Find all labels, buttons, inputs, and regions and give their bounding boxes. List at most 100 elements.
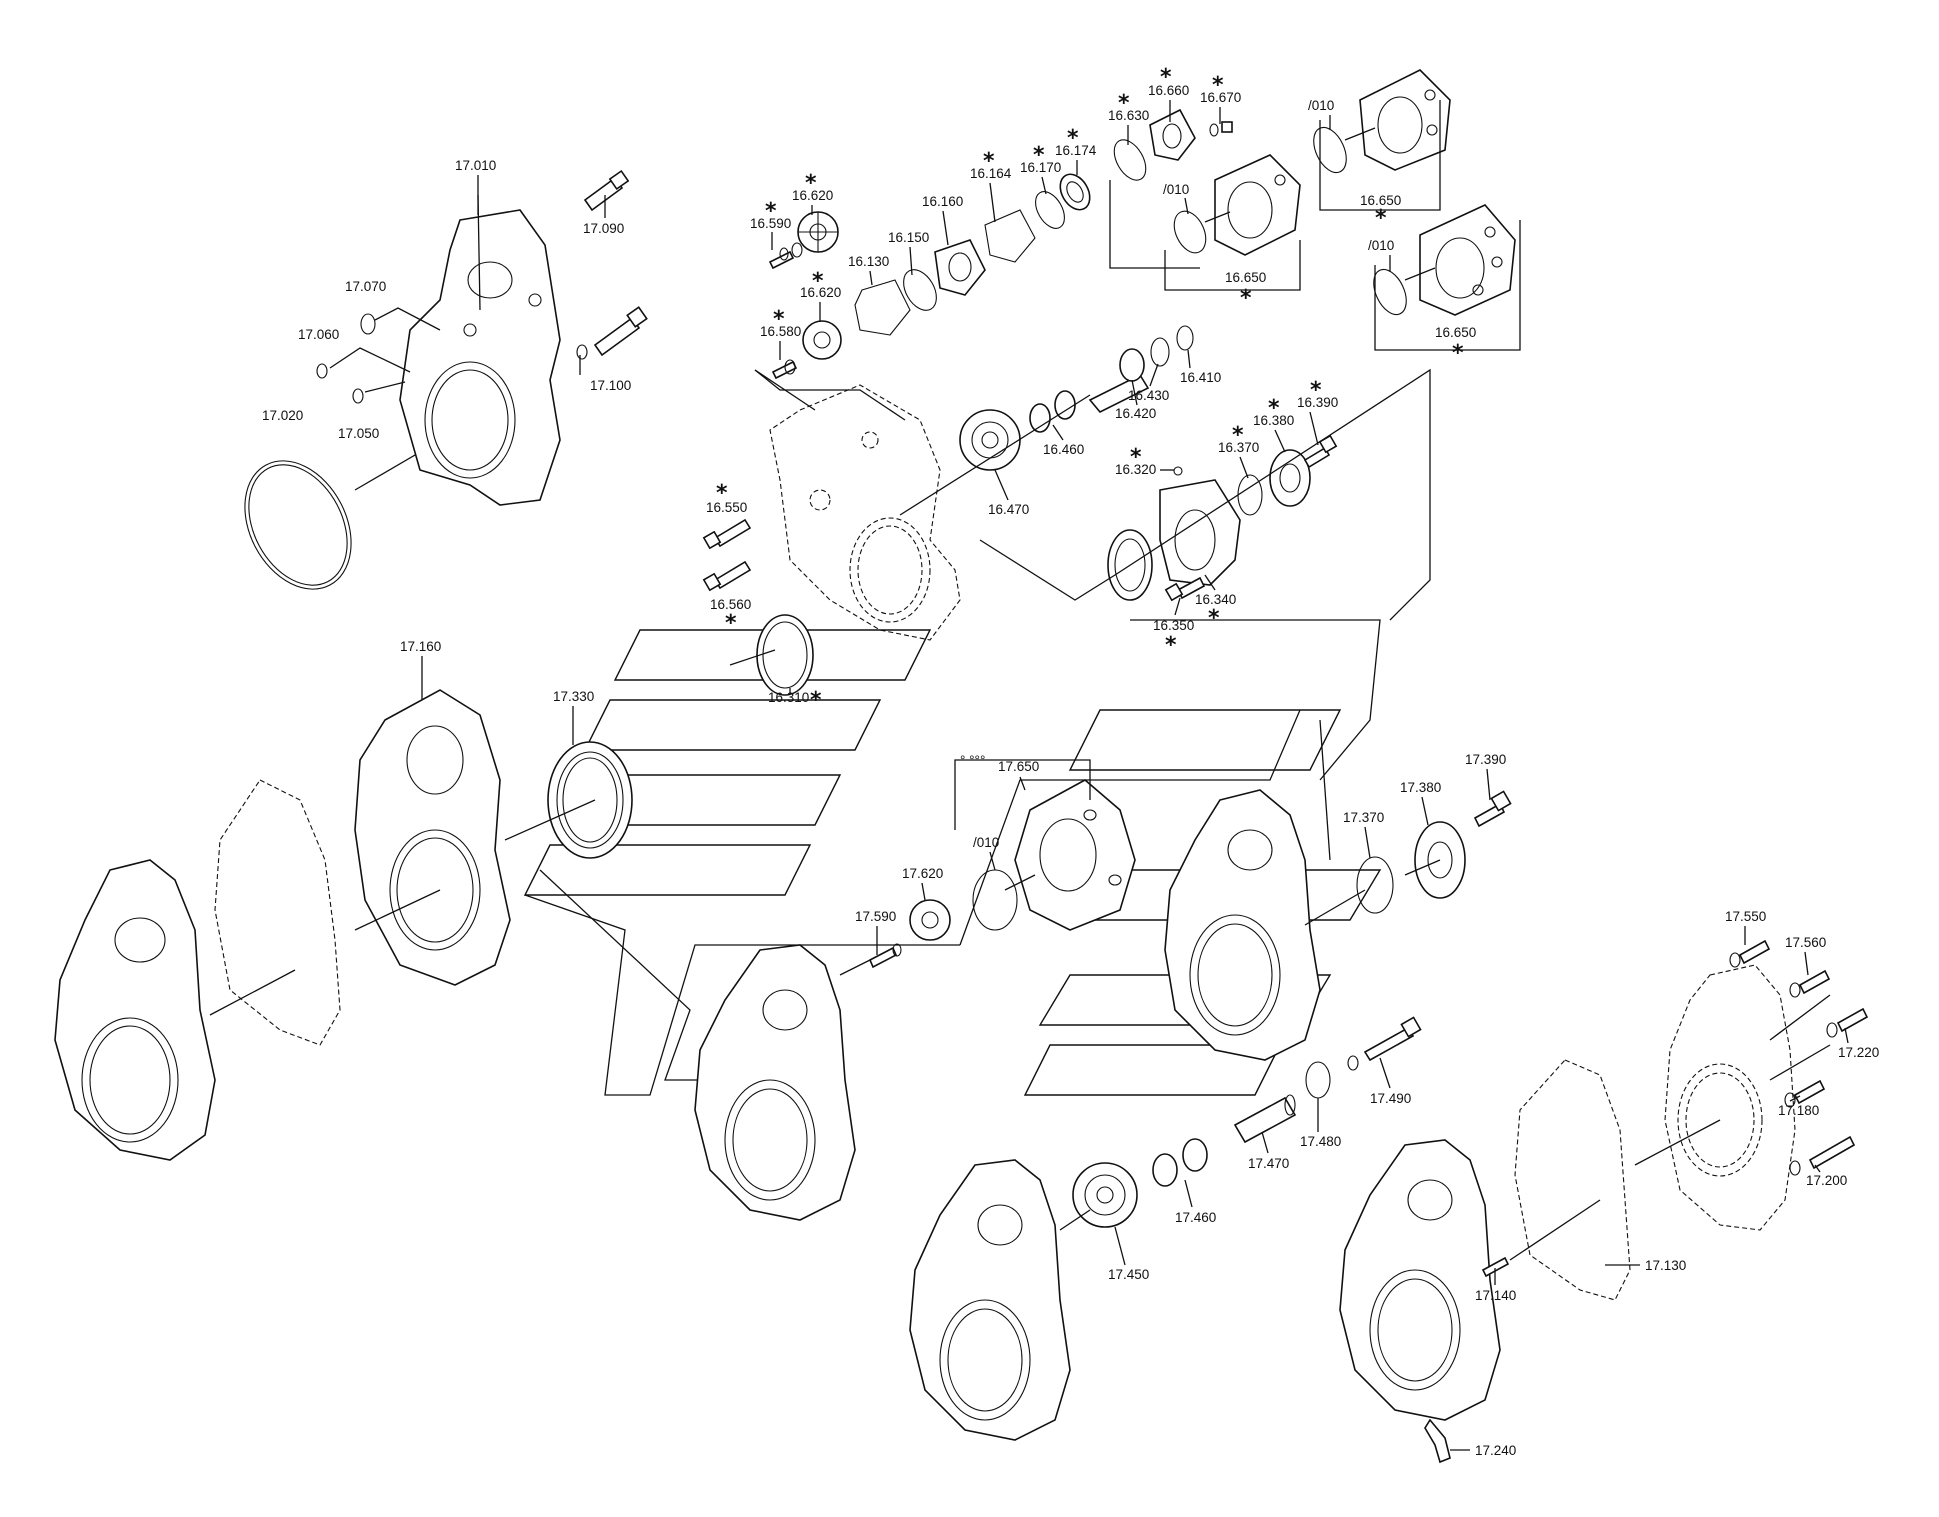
label-17020: 17.020	[262, 408, 303, 423]
transmission-housing-center	[694, 944, 856, 1221]
label-16170: 16.170	[1020, 160, 1061, 175]
asterisk-marker: *	[983, 149, 995, 174]
o-ring-16630	[1113, 139, 1147, 181]
label-17050: 17.050	[338, 426, 379, 441]
label-16550: 16.550	[706, 500, 747, 515]
o-ring-17050	[352, 388, 364, 404]
o-ring-16170	[1035, 191, 1065, 229]
bolt-17100	[576, 306, 648, 360]
label-16410: 16.410	[1180, 370, 1221, 385]
label-17470: 17.470	[1248, 1156, 1289, 1171]
label-17560: 17.560	[1785, 935, 1826, 950]
pump-16650-mid	[1173, 154, 1301, 256]
label-16650-mid: 16.650	[1225, 270, 1266, 285]
cover-plate-17160	[354, 689, 511, 986]
label-16650-top: 16.650	[1360, 193, 1401, 208]
label-17330: 17.330	[553, 689, 594, 704]
label-17650: 17.650	[998, 759, 1039, 774]
label-17100: 17.100	[590, 378, 631, 393]
label-17390: 17.390	[1465, 752, 1506, 767]
label-17380: 17.380	[1400, 780, 1441, 795]
asterisk-marker: *	[1375, 206, 1387, 231]
asterisk-marker: *	[1240, 286, 1252, 311]
label-17060: 17.060	[298, 327, 339, 342]
needle-bearing-17460b	[1182, 1138, 1208, 1172]
gear-16470	[959, 409, 1021, 471]
asterisk-marker: *	[773, 307, 785, 332]
asterisk-marker: *	[1268, 396, 1280, 421]
asterisk-marker: *	[1160, 65, 1172, 90]
bolt-17200	[1808, 1135, 1856, 1170]
label-16590: 16.590	[750, 216, 791, 231]
label-16650-bottom: 16.650	[1435, 325, 1476, 340]
needle-bearing-17460a	[1152, 1153, 1178, 1187]
label-16620-top: 16.620	[792, 188, 833, 203]
label-17010: 17.010	[455, 158, 496, 173]
bolt-17590	[868, 946, 898, 969]
label-17450: 17.450	[1108, 1267, 1149, 1282]
bolt-17560	[1798, 969, 1831, 995]
bolt-17390	[1473, 802, 1506, 828]
label-17160: 17.160	[400, 639, 441, 654]
label-17200: 17.200	[1806, 1173, 1847, 1188]
nut-16670	[1221, 121, 1233, 133]
plug-16320	[1173, 466, 1183, 476]
transmission-housing-left	[54, 859, 216, 1161]
label-16660: 16.660	[1148, 83, 1189, 98]
label-16460: 16.460	[1043, 442, 1084, 457]
label-17370: 17.370	[1343, 810, 1384, 825]
o-ring-17070	[360, 313, 376, 335]
label-16420: 16.420	[1115, 406, 1156, 421]
asterisk-marker: *	[1452, 341, 1464, 366]
dowel-17140	[1481, 1256, 1510, 1278]
shaft-17470	[1233, 1096, 1297, 1144]
o-ring-16430	[1150, 337, 1170, 367]
pump-16650-top	[1313, 69, 1451, 174]
part-labels: 17.010 17.090 17.070 17.060 17.050 17.10…	[262, 83, 1879, 1458]
label-17140: 17.140	[1475, 1288, 1516, 1303]
label-16580: 16.580	[760, 324, 801, 339]
label-17550: 17.550	[1725, 909, 1766, 924]
asterisk-markers: * * * * * * * * * * * * * * * * * * * * …	[716, 65, 1464, 713]
label-17090: 17.090	[583, 221, 624, 236]
asterisk-marker: *	[805, 171, 817, 196]
asterisk-marker: *	[725, 611, 737, 636]
label-16164: 16.164	[970, 166, 1012, 181]
label-17240: 17.240	[1475, 1443, 1516, 1458]
asterisk-marker: *	[1165, 633, 1177, 658]
label-16380: 16.380	[1253, 413, 1294, 428]
bolt-16590	[768, 242, 803, 270]
transmission-housing-lower-right	[1339, 1139, 1501, 1421]
bearing-16174	[1059, 173, 1091, 211]
label-010-mid: /010	[1163, 182, 1189, 197]
bolt-17220	[1836, 1007, 1869, 1033]
o-ring-17060	[316, 363, 328, 379]
label-16630: 16.630	[1108, 108, 1149, 123]
bolt-17090	[583, 169, 630, 212]
snap-ring-16410	[1176, 325, 1194, 351]
label-17590: 17.590	[855, 909, 896, 924]
pump-16650-bottom	[1373, 204, 1516, 316]
label-16160: 16.160	[922, 194, 963, 209]
label-16150: 16.150	[888, 230, 929, 245]
bolt-16580	[771, 359, 798, 380]
label-16390: 16.390	[1297, 395, 1338, 410]
asterisk-marker: *	[812, 269, 824, 294]
asterisk-marker: *	[1232, 423, 1244, 448]
asterisk-marker: *	[1212, 73, 1224, 98]
asterisk-marker: *	[716, 481, 728, 506]
o-ring-16150	[903, 269, 937, 311]
asterisk-marker: *	[1130, 445, 1142, 470]
bolt-17180	[1793, 1079, 1826, 1105]
label-16470: 16.470	[988, 502, 1029, 517]
label-16340: 16.340	[1195, 592, 1236, 607]
gasket-left	[214, 779, 341, 1046]
label-17460: 17.460	[1175, 1210, 1216, 1225]
asterisk-marker: *	[1208, 606, 1220, 631]
asterisk-marker: *	[765, 199, 777, 224]
gasket-17130	[1514, 1059, 1631, 1301]
central-housing-outline	[769, 384, 961, 641]
gasket-16164	[984, 209, 1036, 263]
bolt-17490	[1363, 1026, 1415, 1062]
